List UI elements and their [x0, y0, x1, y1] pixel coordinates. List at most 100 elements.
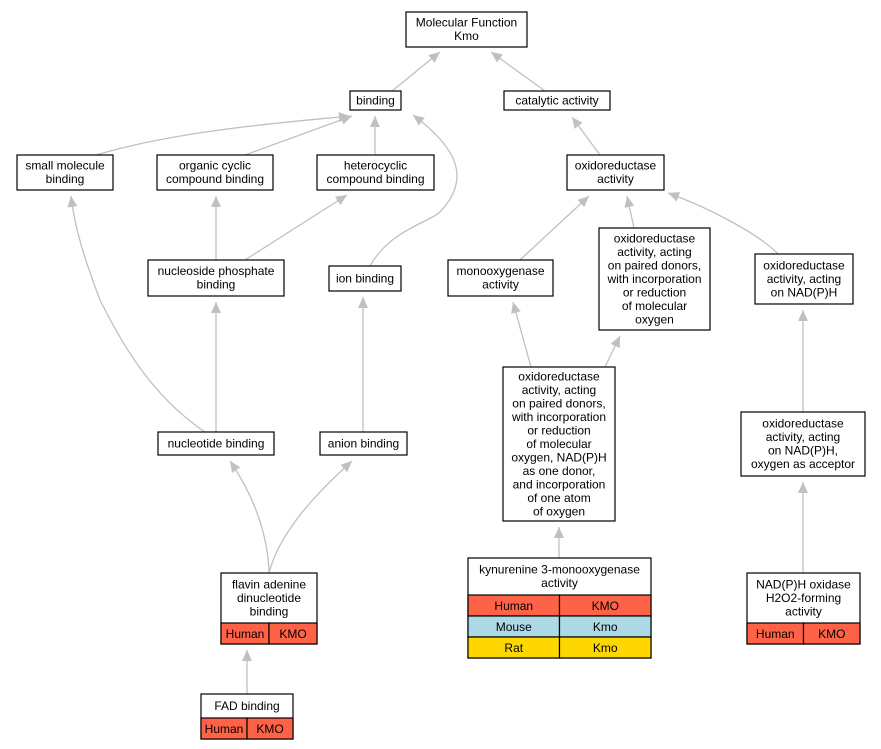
node-label-line: on paired donors, — [608, 258, 701, 272]
gene-label: Kmo — [593, 641, 618, 655]
node-box — [157, 431, 275, 456]
node-label-line: H2O2-forming — [766, 591, 841, 605]
node-label-line: small molecule — [25, 159, 105, 173]
node-label-line: oxidoreductase — [518, 369, 600, 383]
species-label: Mouse — [496, 620, 532, 634]
node-nucleotide-binding[interactable]: nucleotide binding — [157, 431, 275, 456]
node-label-line: activity, acting — [522, 383, 596, 397]
node-label-line: oxidoreductase — [575, 159, 657, 173]
node-label-line: Molecular Function — [416, 16, 517, 30]
node-binding[interactable]: binding — [349, 90, 402, 111]
node-label-line: of oxygen — [533, 504, 585, 518]
edge-nucleoside-phosphate-binding-to-heterocyclic-compound-binding — [244, 194, 348, 261]
node-label-line: activity, acting — [767, 272, 841, 286]
node-box — [316, 154, 435, 191]
node-label-line: oxygen as acceptor — [751, 457, 855, 471]
arrowhead-flavin-adenine-dinucleotide-binding-to-nucleotide-binding — [230, 461, 241, 473]
edge-small-molecule-binding-to-binding — [95, 115, 351, 156]
arrowhead-ion-binding-to-binding — [413, 115, 425, 126]
node-nadph-oxidase-h2o2-forming-activity[interactable]: NAD(P)H oxidaseH2O2-formingactivityHuman… — [746, 572, 861, 645]
node-box — [156, 154, 274, 191]
node-box — [598, 227, 711, 331]
node-box — [566, 154, 665, 191]
node-anion-binding[interactable]: anion binding — [319, 431, 408, 456]
node-box — [503, 90, 611, 111]
arrowhead-nucleotide-binding-to-nucleoside-phosphate-binding — [211, 302, 221, 313]
gene-label: Kmo — [593, 620, 618, 634]
node-label-line: or reduction — [623, 285, 686, 299]
species-label: Human — [205, 722, 244, 736]
node-label-line: compound binding — [166, 172, 264, 186]
node-label-line: binding — [250, 604, 289, 618]
gene-label: KMO — [256, 722, 283, 736]
edge-ion-binding-to-binding — [369, 114, 458, 267]
arrowhead-kynurenine-3-monooxygenase-activity-to-oxidoreductase-paired-donors-nadph — [554, 527, 564, 538]
node-label-line: compound binding — [326, 172, 424, 186]
arrowhead-oxidoreductase-paired-donors-to-oxidoreductase-activity — [624, 196, 635, 208]
node-label-line: dinucleotide — [237, 591, 301, 605]
node-box — [740, 411, 866, 477]
node-label-line: anion binding — [328, 436, 399, 450]
arrowhead-monooxygenase-activity-to-oxidoreductase-activity — [577, 196, 589, 208]
node-label-line: kynurenine 3-monooxygenase — [479, 563, 640, 577]
arrowhead-nucleotide-binding-to-small-molecule-binding — [67, 196, 78, 208]
node-label-line: of molecular — [526, 437, 591, 451]
node-label-line: activity — [482, 278, 519, 292]
node-label-line: activity — [785, 604, 822, 618]
node-label-line: of molecular — [622, 299, 687, 313]
node-label-line: nucleoside phosphate — [158, 264, 275, 278]
node-label-line: oxidoreductase — [762, 417, 844, 431]
node-label-line: with incorporation — [606, 272, 701, 286]
node-ion-binding[interactable]: ion binding — [328, 265, 402, 292]
species-label: Human — [756, 627, 795, 641]
node-box — [328, 265, 402, 292]
node-label-line: FAD binding — [214, 699, 279, 713]
node-label-line: on NAD(P)H — [771, 285, 838, 299]
gene-label: KMO — [279, 627, 306, 641]
edge-oxidoreductase-paired-donors-nadph-to-monooxygenase-activity — [512, 301, 532, 368]
node-label-line: flavin adenine — [232, 577, 306, 591]
node-catalytic-activity[interactable]: catalytic activity — [503, 90, 611, 111]
gene-label: KMO — [592, 599, 619, 613]
node-label-line: catalytic activity — [515, 93, 598, 107]
gene-cell — [802, 622, 861, 645]
node-label-line: or reduction — [527, 423, 590, 437]
arrowhead-nadph-oxidase-h2o2-forming-activity-to-oxidoreductase-nadph-oxygen-acceptor — [798, 482, 808, 493]
node-label-line: on NAD(P)H, — [768, 444, 838, 458]
node-box — [349, 90, 402, 111]
gene-label: KMO — [818, 627, 845, 641]
node-box — [147, 259, 285, 297]
node-box — [405, 11, 528, 48]
edge-oxidoreductase-nadph-to-oxidoreductase-activity — [667, 192, 779, 255]
node-label-line: activity, acting — [766, 430, 840, 444]
node-label-line: nucleotide binding — [168, 436, 265, 450]
gene-cell — [268, 622, 318, 645]
node-box — [447, 259, 554, 297]
edge-organic-cyclic-compound-binding-to-binding — [244, 115, 353, 156]
node-label-line: oxidoreductase — [614, 231, 696, 245]
arrowhead-nucleoside-phosphate-binding-to-heterocyclic-compound-binding — [335, 195, 347, 206]
edge-nucleotide-binding-to-small-molecule-binding — [70, 195, 206, 433]
arrowhead-fad-binding-to-flavin-adenine-dinucleotide-binding — [242, 650, 252, 661]
node-label-line: as one donor, — [523, 464, 596, 478]
node-box — [502, 366, 616, 522]
node-label-line: activity — [597, 172, 634, 186]
arrowhead-oxidoreductase-activity-to-catalytic-activity — [572, 117, 583, 129]
arrowhead-flavin-adenine-dinucleotide-binding-to-anion-binding — [340, 461, 352, 473]
node-label-line: organic cyclic — [179, 159, 251, 173]
